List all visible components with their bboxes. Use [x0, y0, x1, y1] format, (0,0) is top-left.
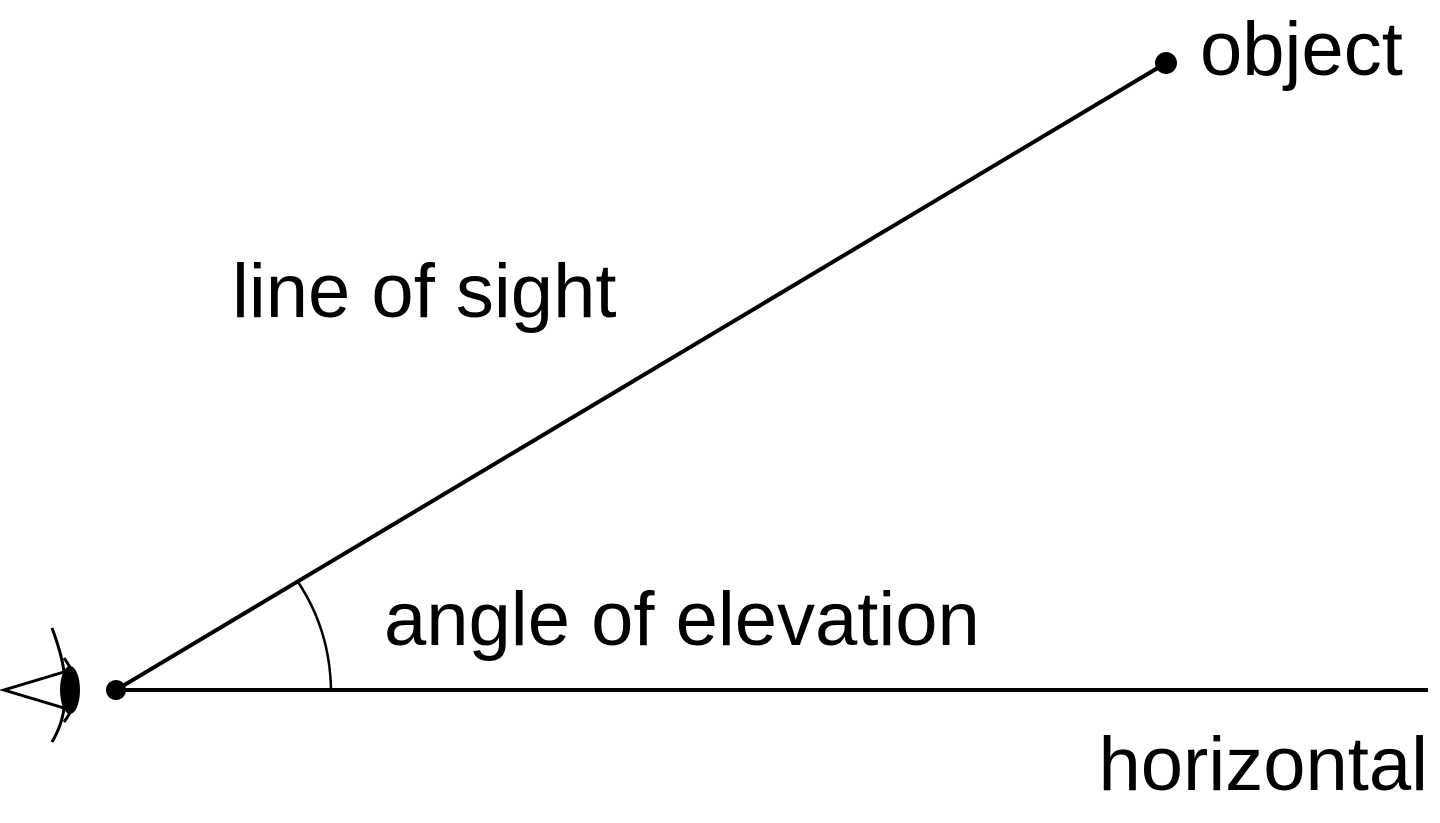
line-of-sight-label: line of sight [232, 249, 616, 334]
horizontal-label: horizontal [1098, 722, 1428, 807]
eye-icon [0, 627, 80, 743]
line-of-sight [114, 61, 1168, 692]
observer-point [106, 680, 126, 700]
angle-label: angle of elevation [384, 577, 980, 662]
object-point [1155, 52, 1177, 74]
object-label: object [1200, 7, 1403, 92]
angle-arc [296, 581, 333, 691]
